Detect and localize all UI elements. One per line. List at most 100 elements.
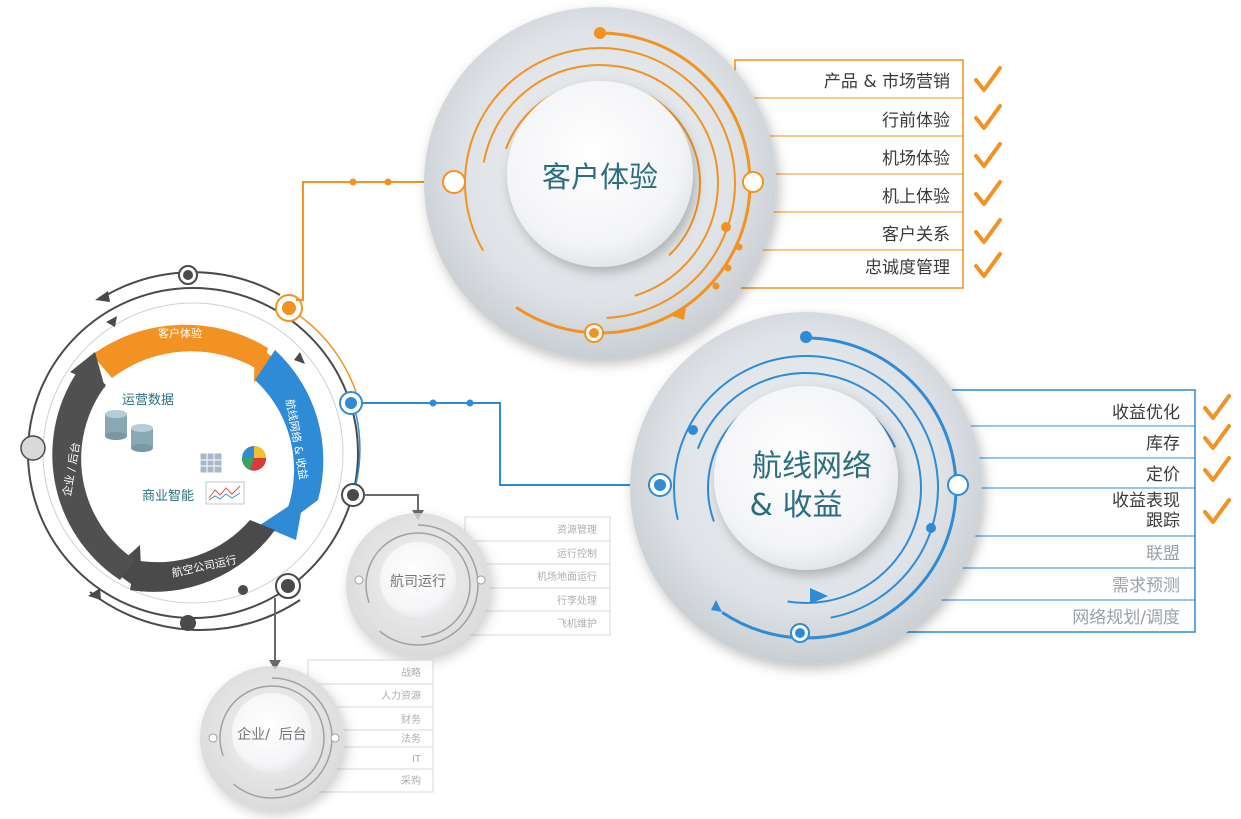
node: [330, 733, 340, 743]
node: [384, 178, 392, 186]
customer-experience-panel: 客户体验 产品 & 市场营销 行前体验 机场体验 机上体验 客户关系 忠诚度管理: [424, 7, 1002, 359]
list-item: 网络规划/调度: [1072, 608, 1180, 628]
checkmark-icon: [1203, 424, 1231, 450]
checkmark-icon: [974, 252, 1002, 278]
node: [742, 171, 764, 193]
customer-center[interactable]: [507, 81, 693, 267]
node: [721, 222, 731, 232]
pie-chart-icon: [241, 446, 267, 471]
customer-items: 产品 & 市场营销 行前体验 机场体验 机上体验 客户关系 忠诚度管理: [824, 72, 950, 278]
cube-icon: [199, 452, 223, 474]
connector-network: [362, 402, 636, 486]
network-revenue-panel: 航线网络 & 收益 收益优化 库存 定价 收益表现 跟踪 联盟 需求预测 网络规…: [630, 312, 1231, 664]
node: [208, 733, 218, 743]
list-item: IT: [412, 754, 422, 765]
node: [183, 270, 193, 280]
bi-label: 商业智能: [142, 489, 194, 504]
enterprise-title: 企业/ 后台: [237, 726, 307, 743]
database-icon: [105, 410, 153, 452]
list-item: 法务: [401, 732, 421, 745]
arrow-icon: [294, 352, 305, 364]
network-center[interactable]: [714, 386, 898, 570]
list-item: 资源管理: [557, 523, 597, 536]
checkmark-icon: [1203, 456, 1231, 482]
arrow-icon: [672, 308, 686, 320]
node: [20, 435, 46, 461]
list-item: 收益表现: [1112, 491, 1180, 511]
connector-arc: [355, 413, 361, 485]
list-item: 定价: [1146, 465, 1180, 485]
enterprise-items: 战略 人力资源 财务 法务 IT 采购: [381, 666, 422, 787]
node: [345, 397, 357, 409]
arrow-icon: [711, 600, 722, 612]
operations-center[interactable]: [380, 542, 456, 618]
checkmark-icon: [974, 142, 1002, 168]
node: [926, 523, 936, 533]
checkmark-icon: [974, 218, 1002, 244]
list-item: 跟踪: [1146, 511, 1180, 531]
customer-ring: [464, 47, 736, 319]
list-item: 财务: [401, 713, 421, 726]
list-item: 收益优化: [1112, 403, 1180, 423]
list-item: 飞机维护: [557, 617, 597, 630]
node: [466, 399, 474, 407]
list-item: 忠诚度管理: [865, 258, 950, 278]
list-item: 产品 & 市场营销: [824, 72, 950, 92]
node: [442, 170, 466, 194]
node: [347, 489, 359, 501]
checkmark-icon: [974, 180, 1002, 206]
list-item: 运行控制: [557, 547, 597, 560]
node: [281, 579, 295, 593]
list-item: 机场体验: [882, 149, 950, 169]
arrow-icon: [70, 352, 105, 388]
list-item: 客户关系: [882, 225, 950, 245]
network-title-line2: & 收益: [750, 488, 843, 523]
list-item: 机场地面运行: [537, 570, 597, 583]
node: [724, 264, 732, 272]
segment-operations[interactable]: [130, 520, 275, 592]
arrow-icon: [95, 291, 110, 302]
operations-title: 航司运行: [390, 574, 446, 590]
checkmark-icon: [974, 66, 1002, 92]
list-item: 机上体验: [882, 187, 950, 207]
checkmark-icon: [1203, 394, 1231, 420]
list-item: 战略: [401, 666, 421, 679]
node: [735, 243, 743, 251]
list-item: 行李处理: [557, 594, 597, 607]
node: [429, 399, 437, 407]
network-checks: [1203, 394, 1231, 524]
arrow-icon: [810, 588, 828, 604]
network-items: 收益优化 库存 定价 收益表现 跟踪 联盟 需求预测 网络规划/调度: [1072, 403, 1180, 628]
network-ring: [690, 372, 922, 604]
enterprise-center[interactable]: [232, 693, 312, 773]
list-item: 行前体验: [882, 111, 950, 131]
list-item: 需求预测: [1112, 576, 1180, 596]
operations-ring: [365, 532, 471, 638]
segment-customer-label: 客户体验: [158, 326, 202, 340]
data-label: 运营数据: [122, 393, 174, 408]
customer-checks: [974, 66, 1002, 278]
checkmark-icon: [974, 104, 1002, 130]
hub-wheel: 客户体验 航线网络 & 收益 航空公司运行 企业 / 后台 运营数据: [20, 265, 365, 631]
connector-operations: [364, 494, 419, 512]
connector-arc: [299, 315, 357, 393]
node: [795, 628, 805, 638]
segment-network[interactable]: [255, 350, 324, 530]
segment-enterprise[interactable]: [52, 365, 135, 580]
node: [947, 474, 969, 496]
hub-arc-bottom: [89, 591, 301, 631]
customer-ring: [481, 64, 719, 302]
checkmark-icon: [1203, 498, 1231, 524]
segment-customer[interactable]: [92, 324, 268, 378]
list-item: 联盟: [1146, 544, 1180, 564]
node: [282, 301, 296, 315]
node: [712, 282, 720, 290]
node: [476, 575, 486, 585]
arrow-icon: [269, 660, 281, 670]
operations-ring: [357, 524, 479, 646]
list-item: 人力资源: [381, 689, 421, 702]
node: [800, 331, 812, 343]
airline-operations-panel: 航司运行 资源管理 运行控制 机场地面运行 行李处理 飞机维护: [346, 513, 611, 657]
list-item: 采购: [401, 774, 421, 787]
